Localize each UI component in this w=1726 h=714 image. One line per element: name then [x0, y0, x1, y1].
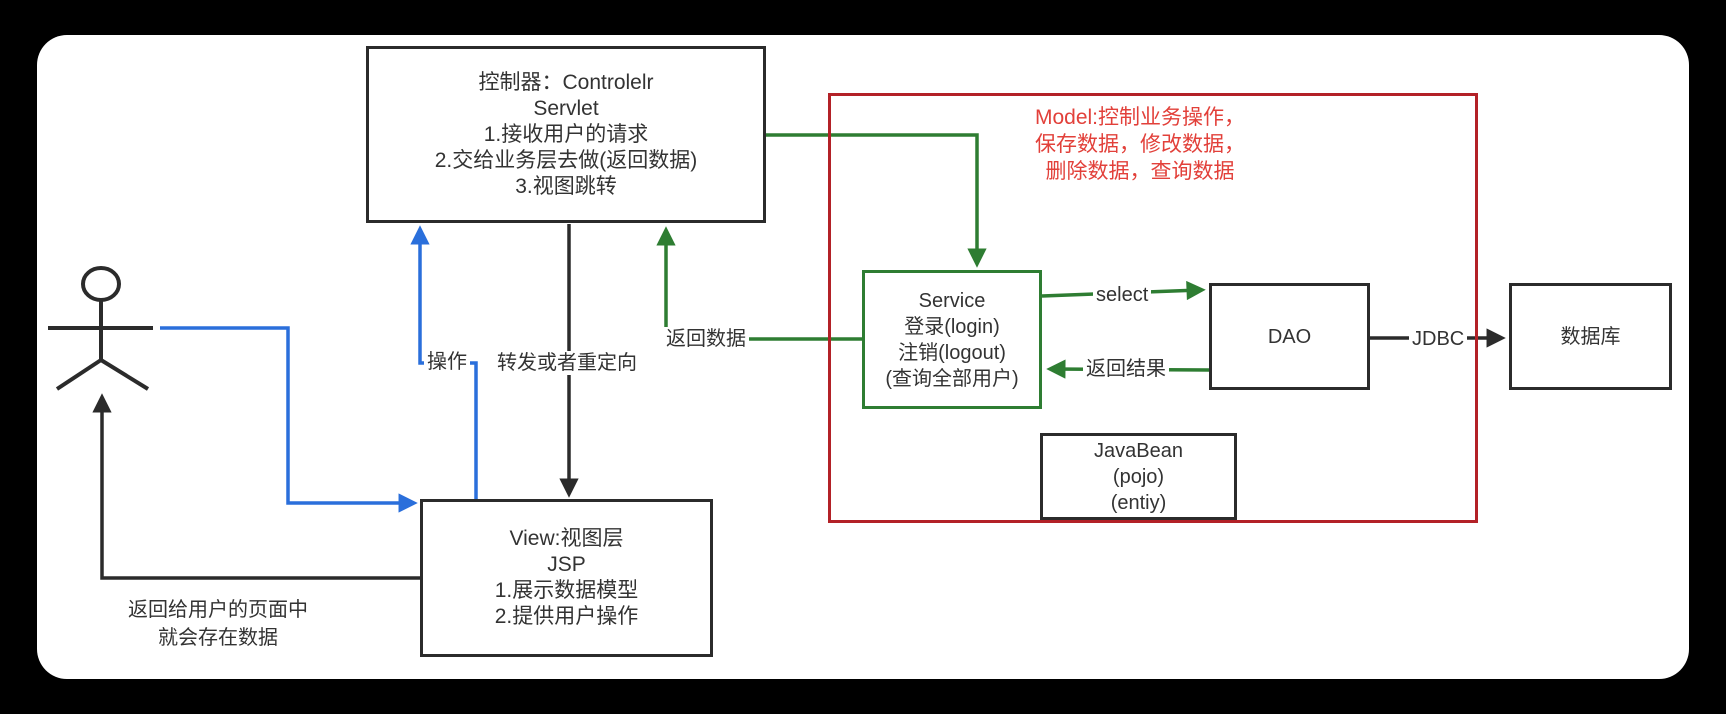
- user-actor-icon: [48, 266, 153, 391]
- service-line: Service: [918, 289, 986, 312]
- view-line: JSP: [547, 553, 586, 576]
- view-line: View:视图层: [509, 527, 624, 550]
- controller-line: 控制器：Controlelr: [478, 70, 654, 94]
- database-box: 数据库: [1509, 283, 1672, 390]
- javabean-line: (entiy): [1110, 491, 1167, 514]
- jdbc-label: JDBC: [1409, 327, 1468, 351]
- bottom-note-line: 就会存在数据: [158, 627, 278, 649]
- controller-line: 1.接收用户的请求: [483, 122, 649, 146]
- view-box: View:视图层 JSP 1.展示数据模型 2.提供用户操作: [420, 499, 713, 657]
- model-note-line: Model:控制业务操作，: [1034, 106, 1246, 129]
- controller-line: 3.视图跳转: [515, 174, 617, 198]
- model-note: Model:控制业务操作， 保存数据，修改数据， 删除数据，查询数据: [1020, 104, 1260, 185]
- service-box: Service 登录(login) 注销(logout) (查询全部用户): [862, 270, 1042, 409]
- return-data-label: 返回数据: [663, 327, 749, 351]
- operate-label: 操作: [424, 350, 470, 374]
- controller-box: 控制器：Controlelr Servlet 1.接收用户的请求 2.交给业务层…: [366, 46, 766, 223]
- javabean-box: JavaBean (pojo) (entiy): [1040, 433, 1237, 520]
- model-region-frame: [828, 93, 1478, 523]
- return-to-user-arrow: [92, 393, 420, 580]
- javabean-line: (pojo): [1112, 465, 1165, 488]
- dao-box: DAO: [1209, 283, 1370, 390]
- controller-line: 2.交给业务层去做(返回数据): [434, 148, 698, 172]
- view-line: 2.提供用户操作: [494, 605, 639, 628]
- model-note-line: 保存数据，修改数据，: [1035, 133, 1245, 156]
- select-label: select: [1093, 283, 1152, 307]
- controller-line: Servlet: [533, 96, 599, 120]
- return-result-label: 返回结果: [1083, 357, 1169, 381]
- bottom-note-line: 返回给用户的页面中: [128, 599, 308, 621]
- database-label: 数据库: [1560, 325, 1621, 348]
- forward-redirect-label: 转发或者重定向: [494, 351, 640, 375]
- service-line: 登录(login): [904, 315, 1000, 338]
- user-request-arrow: [160, 326, 418, 513]
- dao-label: DAO: [1267, 325, 1312, 348]
- service-line: 注销(logout): [898, 341, 1006, 364]
- view-line: 1.展示数据模型: [494, 579, 639, 602]
- service-line: (查询全部用户): [885, 367, 1019, 390]
- model-note-line: 删除数据，查询数据: [1045, 160, 1235, 183]
- bottom-note: 返回给用户的页面中 就会存在数据: [108, 596, 328, 652]
- javabean-line: JavaBean: [1094, 439, 1183, 462]
- controller-to-service-arrow: [766, 133, 987, 268]
